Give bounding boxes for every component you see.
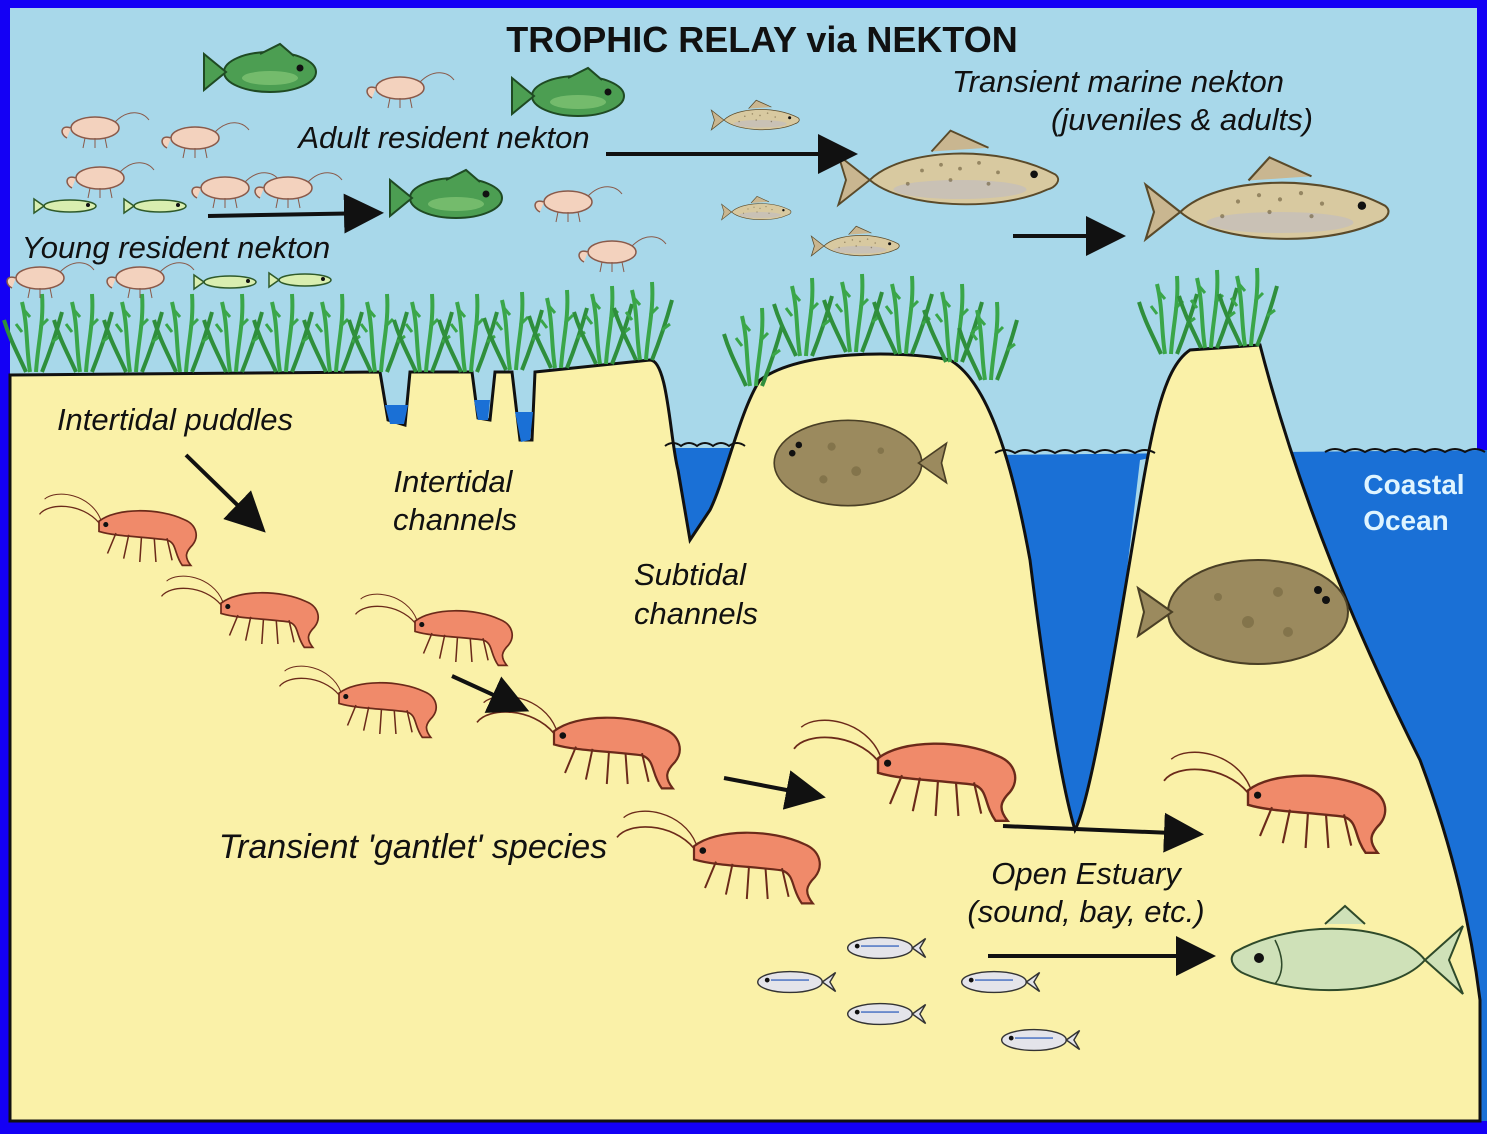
label-adult-resident: Adult resident nekton — [296, 120, 589, 155]
label-transient-marine-sub: (juveniles & adults) — [1051, 102, 1313, 137]
label-young-resident: Young resident nekton — [22, 230, 331, 265]
label-coastal-ocean-2: Ocean — [1363, 505, 1449, 536]
marsh-sediment — [10, 345, 1480, 1121]
diagram-title: TROPHIC RELAY via NEKTON — [506, 19, 1017, 60]
label-coastal-ocean: Coastal — [1363, 469, 1464, 500]
label-gantlet-species: Transient 'gantlet' species — [219, 828, 607, 866]
label-transient-marine: Transient marine nekton — [952, 64, 1284, 99]
label-intertidal-channels: Intertidal — [394, 464, 514, 499]
label-open-estuary-2: (sound, bay, etc.) — [967, 894, 1204, 929]
label-subtidal-channels: Subtidal — [634, 557, 747, 592]
label-open-estuary: Open Estuary — [991, 856, 1183, 891]
label-intertidal-puddles: Intertidal puddles — [57, 402, 293, 437]
label-intertidal-channels-2: channels — [393, 502, 517, 537]
label-subtidal-channels-2: channels — [634, 596, 758, 631]
